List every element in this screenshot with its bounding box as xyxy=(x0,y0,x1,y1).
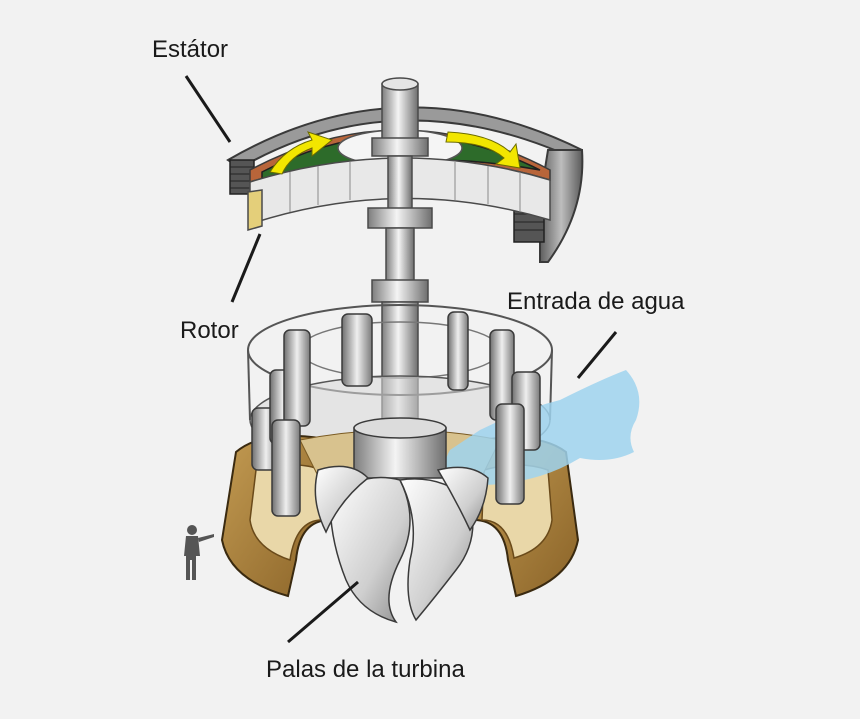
turbine-blade xyxy=(329,476,411,624)
rotation-arrow-icon xyxy=(445,131,521,169)
shaft xyxy=(367,77,433,433)
leader-stator xyxy=(184,75,232,143)
rotation-arrow-icon xyxy=(269,131,334,175)
turbine-blade xyxy=(314,465,370,534)
label-rotor: Rotor xyxy=(180,317,239,344)
leader-rotor xyxy=(230,233,262,303)
label-water-inlet: Entrada de agua xyxy=(507,288,685,315)
label-turbine-blades: Palas de la turbina xyxy=(266,656,465,683)
guide-vanes xyxy=(251,311,541,517)
leader-blades xyxy=(287,580,359,644)
water-inlet xyxy=(445,370,640,485)
leader-lines xyxy=(184,75,618,644)
label-stator: Estátor xyxy=(152,36,229,63)
turbine-blade xyxy=(436,466,489,532)
turbine-runner xyxy=(314,417,489,624)
person-scale-icon xyxy=(184,525,214,580)
leader-water xyxy=(576,331,618,379)
